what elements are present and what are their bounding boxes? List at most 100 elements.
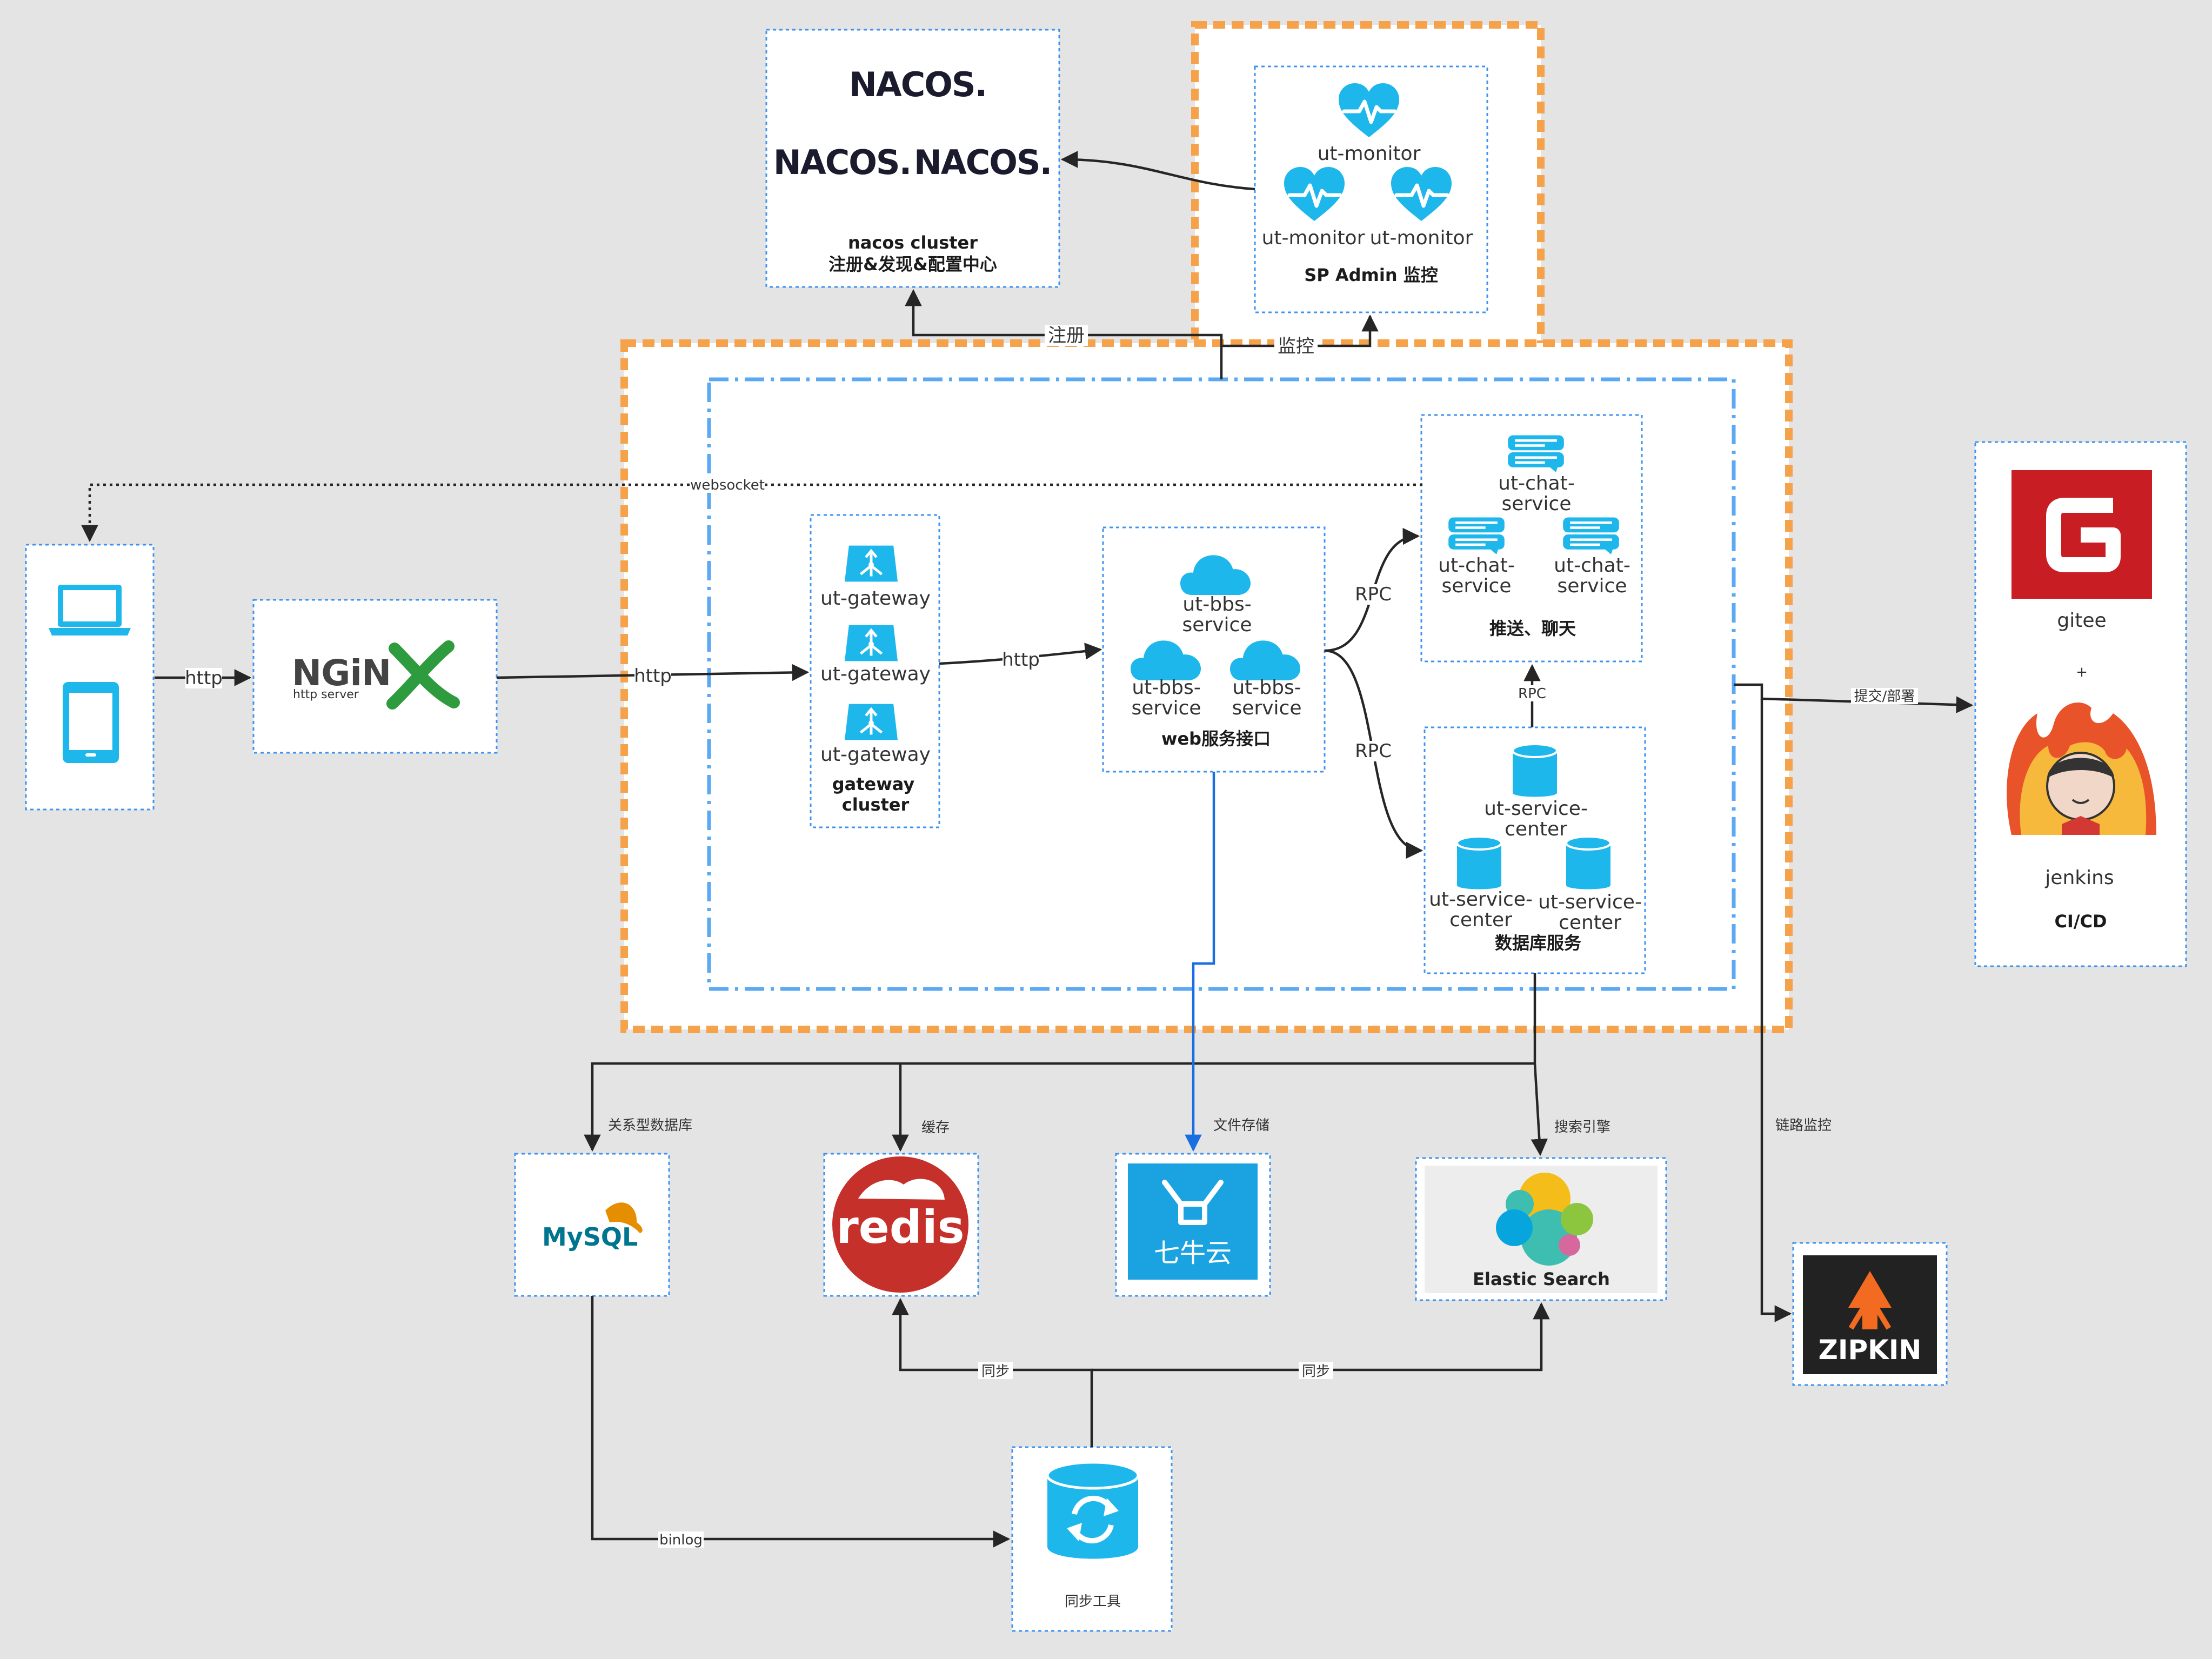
gateway-icon	[845, 625, 898, 661]
edge-label-sync-redis: 同步	[981, 1363, 1010, 1380]
chat-node-top-line2: service	[1502, 493, 1572, 515]
edge-label-monitor: 监控	[1278, 336, 1314, 357]
gitee-logo	[2011, 470, 2152, 599]
svg-text:NACOS.: NACOS.	[914, 143, 1051, 182]
db-node-left-line1: ut-service-	[1429, 888, 1533, 911]
monitor-label-right: ut-monitor	[1370, 227, 1473, 249]
database-icon	[1456, 835, 1502, 891]
monitor-label-left: ut-monitor	[1262, 227, 1365, 249]
svg-text:七牛云: 七牛云	[1154, 1238, 1232, 1268]
edge-label-rpc-up: RPC	[1518, 686, 1546, 702]
chat-node-right-line1: ut-chat-	[1554, 554, 1630, 577]
nginx-box[interactable]	[252, 599, 498, 754]
gateway-title-line1: gateway	[832, 774, 915, 794]
chat-node-top-line1: ut-chat-	[1498, 472, 1575, 494]
edge-label-cache: 缓存	[921, 1120, 950, 1136]
cicd-plus: +	[2076, 664, 2088, 680]
nacos-subtitle: 注册&发现&配置中心	[828, 254, 997, 275]
qiniu-logo: 七牛云	[1128, 1163, 1258, 1280]
edge-label-search: 搜索引擎	[1554, 1119, 1610, 1135]
gateway-icon	[845, 704, 898, 740]
mysql-box[interactable]	[514, 1153, 670, 1297]
nacos-logo-top: NACOS.	[849, 65, 987, 104]
zipkin-logo: ZIPKIN	[1803, 1255, 1937, 1374]
edge-binlog	[591, 1296, 1011, 1548]
svg-text:NACOS.: NACOS.	[849, 65, 986, 104]
db-title: 数据库服务	[1495, 933, 1581, 953]
admin-title: SP Admin 监控	[1304, 265, 1438, 285]
nacos-logo-right: NACOS.	[914, 143, 1052, 182]
web-node-top-line2: service	[1182, 614, 1252, 636]
edge-label-http-nginx: http	[634, 665, 672, 687]
edge-label-mysql: 关系型数据库	[608, 1118, 692, 1134]
web-node-left-line2: service	[1132, 697, 1201, 719]
svg-text:redis: redis	[836, 1201, 964, 1254]
gateway-icon	[845, 546, 898, 582]
web-node-top-line1: ut-bbs-	[1182, 593, 1251, 616]
web-node-right-line2: service	[1232, 697, 1302, 719]
web-node-left-line1: ut-bbs-	[1132, 677, 1200, 699]
db-node-top-line2: center	[1505, 818, 1567, 840]
laptop-icon	[49, 585, 131, 635]
svg-text:NACOS.: NACOS.	[773, 143, 911, 182]
web-node-right-line1: ut-bbs-	[1232, 677, 1301, 699]
chat-node-right-line2: service	[1558, 575, 1627, 597]
nacos-cluster-box[interactable]	[765, 29, 1060, 288]
web-title: web服务接口	[1161, 728, 1271, 749]
edge-label-sync-es: 同步	[1302, 1363, 1330, 1380]
monitor-label-top: ut-monitor	[1318, 143, 1421, 165]
edge-label-commit-deploy: 提交/部署	[1854, 688, 1915, 705]
gateway-label-2: ut-gateway	[820, 663, 931, 685]
database-icon	[1565, 835, 1612, 891]
gateway-label-1: ut-gateway	[820, 587, 931, 610]
edge-db-bus	[584, 973, 1548, 1156]
edge-websocket	[81, 483, 1422, 543]
nacos-logo-left: NACOS.	[773, 143, 912, 182]
db-node-right-line2: center	[1559, 912, 1621, 934]
elasticsearch-logo: Elastic Search	[1425, 1166, 1658, 1293]
sync-title: 同步工具	[1065, 1594, 1121, 1610]
jenkins-label: jenkins	[2044, 867, 2114, 889]
edge-trace	[1760, 699, 1792, 1322]
edge-label-trace: 链路监控	[1775, 1118, 1832, 1134]
chat-title: 推送、聊天	[1489, 618, 1576, 639]
edge-file-store	[1185, 772, 1215, 1152]
edge-label-rpc-chat: RPC	[1355, 584, 1392, 605]
cicd-title: CI/CD	[2054, 911, 2107, 932]
svg-text:ZIPKIN: ZIPKIN	[1819, 1334, 1922, 1366]
mysql-logo: MySQL	[542, 1202, 643, 1252]
nacos-title: nacos cluster	[848, 232, 978, 253]
tablet-icon	[63, 682, 119, 763]
edge-label-file-store: 文件存储	[1213, 1118, 1269, 1134]
gateway-label-3: ut-gateway	[820, 744, 931, 766]
svg-text:NGiN: NGiN	[292, 652, 391, 694]
edge-admin-to-nacos	[1060, 151, 1255, 191]
chat-icon	[1563, 517, 1619, 554]
edge-label-register: 注册	[1048, 325, 1085, 346]
edge-monitor	[1221, 314, 1379, 347]
db-node-top-line1: ut-service-	[1484, 798, 1588, 820]
svg-text:http server: http server	[293, 688, 359, 701]
edge-label-rpc-db: RPC	[1355, 740, 1392, 762]
edge-label-http-gateway: http	[1002, 649, 1040, 671]
nginx-logo: NGiN http server	[292, 640, 460, 710]
svg-text:MySQL: MySQL	[542, 1222, 638, 1252]
gateway-title-line2: cluster	[842, 794, 910, 815]
chat-icon	[1448, 517, 1505, 554]
gitee-label: gitee	[2057, 610, 2106, 632]
edge-label-http-client: http	[185, 667, 223, 689]
database-icon	[1512, 743, 1558, 798]
sync-icon	[1046, 1461, 1140, 1559]
jenkins-logo	[2007, 703, 2156, 835]
chat-icon	[1508, 435, 1564, 472]
client-box[interactable]	[25, 544, 155, 811]
db-node-right-line1: ut-service-	[1538, 891, 1642, 913]
db-node-left-line2: center	[1449, 909, 1512, 931]
chat-node-left-line2: service	[1442, 575, 1512, 597]
edge-label-websocket: websocket	[690, 477, 765, 493]
edge-label-binlog: binlog	[659, 1532, 703, 1548]
svg-text:Elastic Search: Elastic Search	[1473, 1269, 1610, 1289]
chat-node-left-line1: ut-chat-	[1438, 554, 1515, 577]
redis-logo: redis	[832, 1156, 968, 1293]
